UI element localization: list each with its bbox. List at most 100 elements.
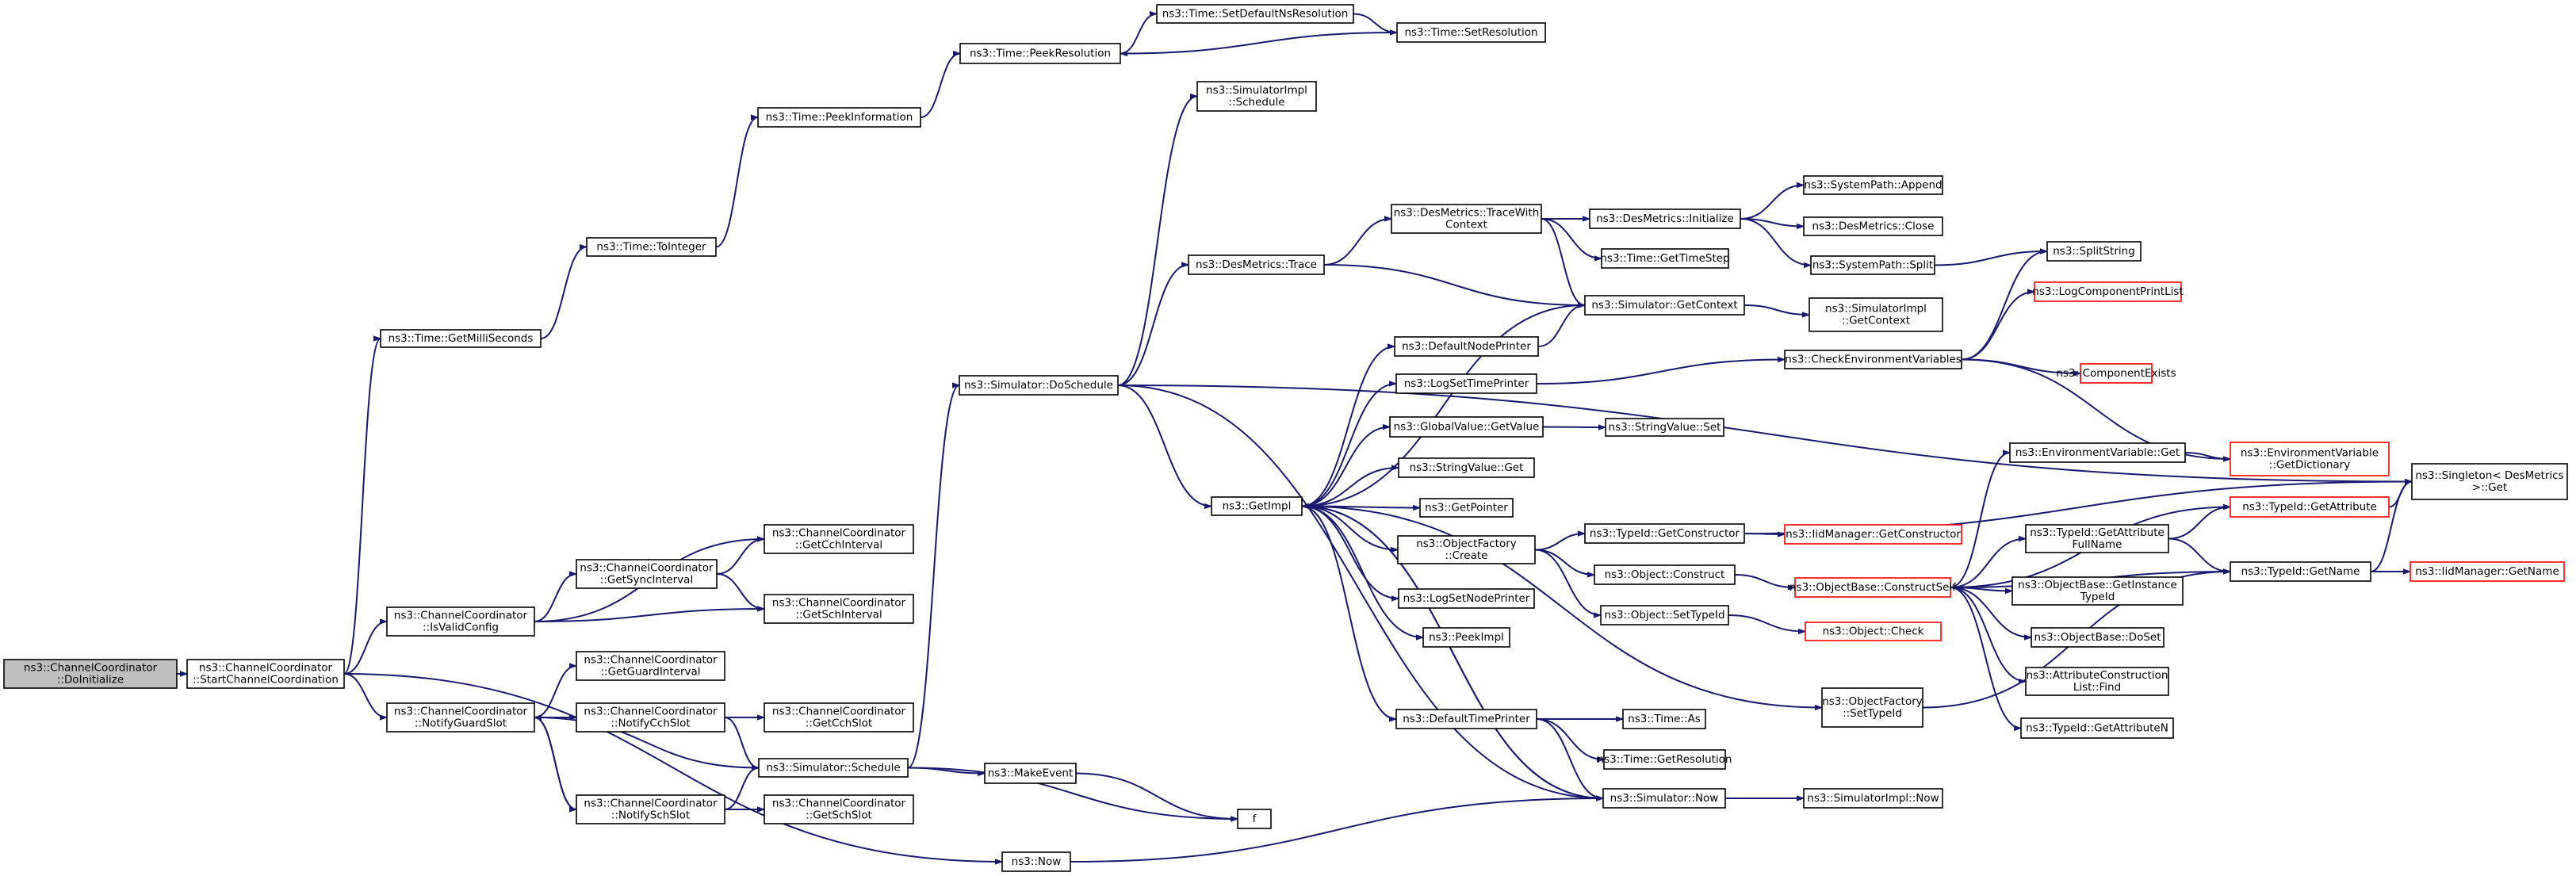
node-box[interactable] — [1600, 605, 1729, 625]
truncated-node-box[interactable] — [2230, 442, 2390, 476]
graph-node[interactable]: ns3::TypeId::GetAttributeN — [2020, 717, 2174, 739]
node-box[interactable] — [1603, 749, 1726, 770]
graph-node[interactable]: f — [1237, 809, 1272, 829]
graph-node[interactable]: ns3::Simulator::DoSchedule — [959, 375, 1119, 396]
graph-node[interactable]: ns3::DefaultTimePrinter — [1395, 709, 1537, 729]
graph-node[interactable]: ns3::DesMetrics::Close — [1803, 216, 1943, 236]
graph-node[interactable]: ns3::SimulatorImpl::GetContext — [1809, 297, 1943, 332]
node-box[interactable] — [764, 524, 914, 554]
node-box[interactable] — [1391, 204, 1542, 234]
graph-node[interactable]: ns3::ChannelCoordinator::GetSchInterval — [764, 594, 914, 624]
graph-node[interactable]: ns3::Time::ToInteger — [586, 237, 717, 257]
graph-node[interactable]: ns3::ChannelCoordinator::DoInitialize — [3, 659, 178, 689]
node-box[interactable] — [1188, 254, 1325, 275]
node-box[interactable] — [959, 375, 1119, 396]
graph-node[interactable]: ns3::StringValue::Set — [1605, 418, 1724, 437]
node-box[interactable] — [2411, 463, 2568, 500]
graph-node[interactable]: ns3::Object::Check — [1805, 622, 1942, 641]
node-box[interactable] — [1821, 687, 1923, 728]
truncated-node-box[interactable] — [1794, 577, 1951, 598]
graph-node[interactable]: ns3::Time::PeekInformation — [757, 107, 921, 128]
graph-node[interactable]: ns3::Time::SetDefaultNsResolution — [1156, 4, 1354, 24]
graph-node[interactable]: ns3::Time::PeekResolution — [959, 43, 1121, 64]
graph-node[interactable]: ns3::ObjectFactory::Create — [1397, 535, 1536, 564]
graph-node[interactable]: ns3::ChannelCoordinator::StartChannelCoo… — [186, 659, 345, 689]
graph-node[interactable]: ns3::TypeId::GetName — [2230, 561, 2371, 582]
truncated-node-box[interactable] — [1784, 524, 1962, 545]
node-box[interactable] — [1584, 523, 1745, 544]
node-box[interactable] — [959, 43, 1121, 64]
node-box[interactable] — [1396, 22, 1546, 43]
graph-node[interactable]: ns3::Time::SetResolution — [1396, 22, 1546, 43]
graph-node[interactable]: ns3::Time::GetTimeStep — [1600, 248, 1730, 269]
node-box[interactable] — [764, 702, 914, 733]
node-box[interactable] — [3, 659, 178, 689]
node-box[interactable] — [1622, 709, 1706, 729]
node-box[interactable] — [2009, 442, 2186, 463]
graph-node[interactable]: ns3::ChannelCoordinator::IsValidConfig — [386, 606, 535, 637]
graph-node[interactable]: ns3::SystemPath::Split — [1810, 255, 1935, 275]
node-box[interactable] — [1594, 564, 1736, 585]
node-box[interactable] — [2025, 524, 2169, 553]
truncated-node-box[interactable] — [2230, 496, 2390, 518]
node-box[interactable] — [1584, 295, 1745, 316]
graph-node[interactable]: ns3::Object::SetTypeId — [1600, 605, 1729, 625]
node-box[interactable] — [1803, 788, 1943, 809]
node-box[interactable] — [1398, 457, 1535, 478]
graph-node[interactable]: ns3::Time::As — [1622, 709, 1706, 729]
node-box[interactable] — [386, 606, 535, 637]
graph-node[interactable]: ns3::MakeEvent — [984, 763, 1077, 784]
graph-node[interactable]: ns3::SystemPath::Append — [1803, 175, 1943, 195]
graph-node[interactable]: ns3::CheckEnvironmentVariables — [1784, 350, 1962, 369]
node-box[interactable] — [1398, 588, 1535, 609]
node-box[interactable] — [758, 758, 909, 778]
truncated-node-box[interactable] — [2409, 561, 2565, 582]
node-box[interactable] — [1395, 373, 1537, 394]
graph-node[interactable]: ns3::TypeId::GetConstructor — [1584, 523, 1745, 544]
node-box[interactable] — [1589, 208, 1741, 229]
graph-node[interactable]: ns3::DesMetrics::Initialize — [1589, 208, 1741, 229]
graph-node[interactable]: ns3::ChannelCoordinator::NotifySchSlot — [576, 794, 725, 824]
graph-node[interactable]: ns3::ObjectBase::DoSet — [2031, 627, 2165, 648]
node-box[interactable] — [380, 329, 542, 348]
truncated-node-box[interactable] — [2034, 281, 2182, 302]
graph-node[interactable]: ns3::Simulator::Schedule — [758, 758, 909, 778]
node-box[interactable] — [1419, 498, 1514, 518]
graph-node[interactable]: ns3::ChannelCoordinator::GetGuardInterva… — [576, 651, 725, 681]
node-box[interactable] — [1809, 297, 1943, 332]
node-box[interactable] — [1156, 4, 1354, 24]
graph-node[interactable]: ns3::DefaultNodePrinter — [1394, 336, 1539, 357]
graph-node[interactable]: ns3::DesMetrics::Trace — [1188, 254, 1325, 275]
graph-node[interactable]: ns3::Time::GetResolution — [1597, 749, 1732, 770]
node-box[interactable] — [2031, 627, 2165, 648]
node-box[interactable] — [386, 702, 535, 733]
node-box[interactable] — [576, 559, 718, 589]
graph-node[interactable]: ns3::ObjectBase::ConstructSelf — [1789, 577, 1957, 598]
graph-node[interactable]: ns3::GlobalValue::GetValue — [1389, 416, 1544, 438]
node-box[interactable] — [2046, 241, 2142, 262]
node-box[interactable] — [1784, 350, 1962, 369]
truncated-node-box[interactable] — [1805, 622, 1942, 641]
node-box[interactable] — [1803, 216, 1943, 236]
node-box[interactable] — [1605, 418, 1724, 437]
graph-node[interactable]: ns3::SimulatorImpl::Schedule — [1196, 81, 1317, 112]
node-box[interactable] — [576, 702, 725, 733]
graph-node[interactable]: ns3::ChannelCoordinator::GetCchInterval — [764, 524, 914, 554]
graph-node[interactable]: ns3::Simulator::Now — [1602, 788, 1726, 809]
graph-node[interactable]: ns3::EnvironmentVariable::Get — [2009, 442, 2186, 463]
graph-node[interactable]: ns3::ChannelCoordinator::GetSyncInterval — [576, 559, 718, 589]
node-box[interactable] — [1601, 248, 1729, 269]
graph-node[interactable]: ns3::SplitString — [2046, 241, 2142, 262]
graph-node[interactable]: ns3::ComponentExists — [2056, 363, 2176, 384]
graph-node[interactable]: ns3::GetPointer — [1419, 498, 1514, 518]
node-box[interactable] — [1397, 535, 1536, 564]
graph-node[interactable]: ns3::ChannelCoordinator::GetSchSlot — [764, 794, 914, 824]
graph-node[interactable]: ns3::ChannelCoordinator::NotifyCchSlot — [576, 702, 725, 733]
node-box[interactable] — [1389, 416, 1544, 438]
graph-node[interactable]: ns3::ObjectFactory::SetTypeId — [1821, 687, 1923, 728]
node-box[interactable] — [764, 794, 914, 824]
graph-node[interactable]: ns3::StringValue::Get — [1398, 457, 1535, 478]
